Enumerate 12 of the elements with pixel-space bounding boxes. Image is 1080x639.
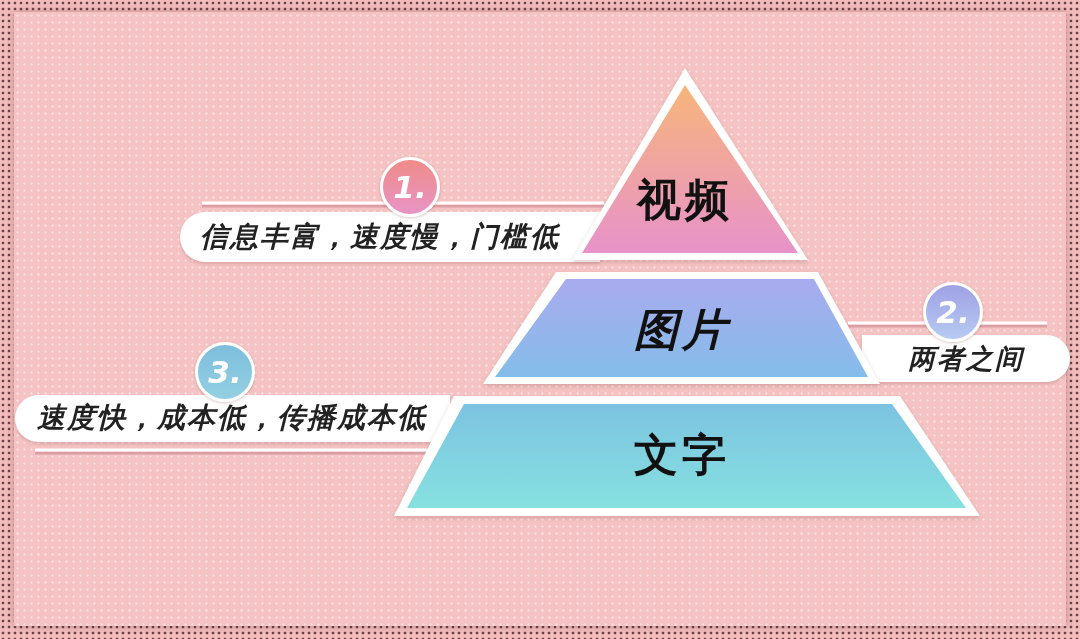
step-number: 3. xyxy=(208,356,242,388)
tier-label: 文字 xyxy=(634,429,730,481)
callout-bar xyxy=(180,212,600,262)
callout-text: 信息丰富，速度慢，门槛低 xyxy=(200,220,560,254)
tier-label: 视频 xyxy=(637,174,733,226)
callout-text: 两者之间 xyxy=(908,342,1024,374)
step-number: 1. xyxy=(393,171,427,203)
callout-bar xyxy=(862,335,1070,382)
step-number: 2. xyxy=(936,296,970,328)
tier-label: 图片 xyxy=(634,304,730,356)
callout-bar xyxy=(15,395,450,442)
callout-text: 速度快，成本低，传播成本低 xyxy=(37,402,427,435)
